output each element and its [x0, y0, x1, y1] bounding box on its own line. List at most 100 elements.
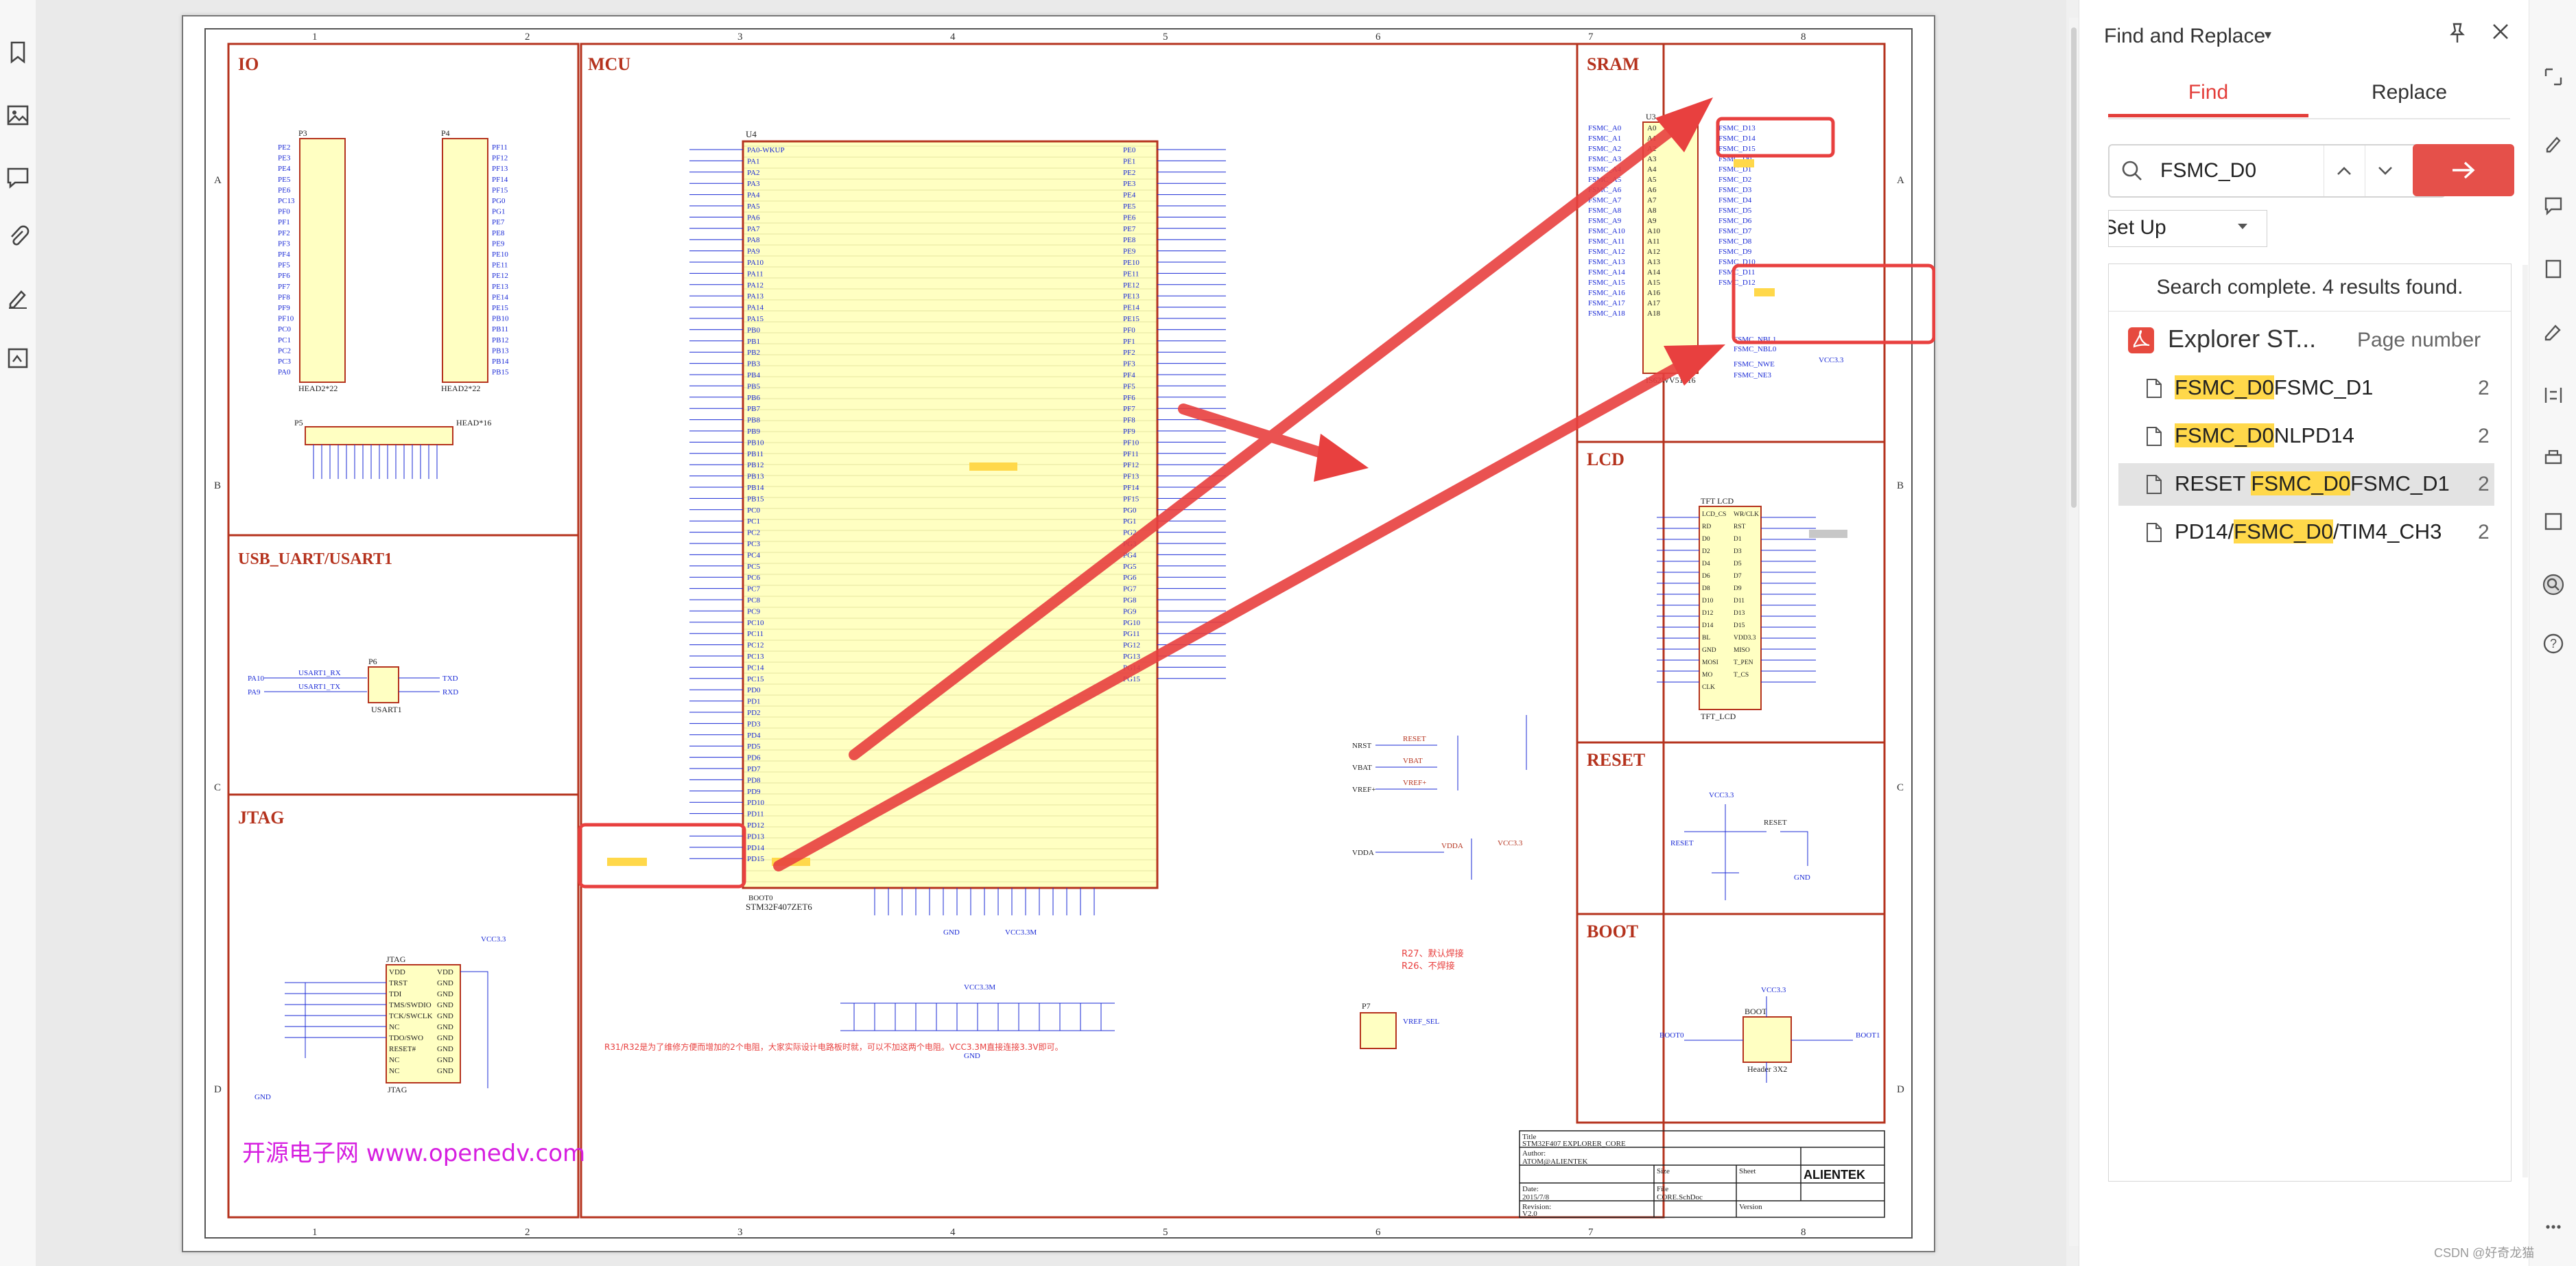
sram-data-label: FSMC_D9	[1718, 248, 1752, 256]
mcu-pin-label: PG12	[1123, 642, 1140, 650]
title-block-author-label: Author:	[1522, 1149, 1546, 1158]
title-block-version-label: Version	[1739, 1203, 1762, 1211]
result-row[interactable]: FSMC_D0NLPD14 2	[2118, 415, 2494, 458]
grid-col: 7	[1588, 1227, 1594, 1238]
search-go-button[interactable]	[2413, 144, 2514, 196]
compare-icon[interactable]	[2529, 376, 2576, 414]
tab-replace[interactable]: Replace	[2371, 81, 2448, 104]
result-page: 2	[2478, 473, 2490, 495]
pin-nrst: NRST	[1352, 742, 1371, 750]
result-row[interactable]: PD14/FSMC_D0/TIM4_CH3 2	[2118, 511, 2494, 554]
search-input[interactable]	[2159, 155, 2367, 187]
grid-col: 3	[737, 1227, 743, 1238]
io-pin-label: PE4	[278, 165, 291, 173]
document-scrollbar-thumb[interactable]	[2071, 27, 2077, 508]
panel-title[interactable]: Find and Replace	[2104, 25, 2266, 47]
jtag-pin-label: TCK/SWCLK	[389, 1012, 433, 1020]
title-block-date: 2015/7/8	[1522, 1193, 1550, 1201]
mcu-pin-label: PE12	[1123, 281, 1139, 290]
sram-pin-label: A10	[1647, 227, 1660, 235]
result-post: NLPD14	[2273, 423, 2354, 447]
mcu-pin-label: PB3	[747, 360, 760, 368]
previous-result-button[interactable]	[2324, 145, 2364, 196]
io-pin-label: PF7	[278, 283, 290, 291]
jtag-pin-label: VDD	[437, 968, 453, 976]
schematic-drawing: 1 2 3 4 5 6 7 8 1 2 3 4 5 6 7 8 A B C D …	[182, 15, 1935, 1252]
results-scrollbar[interactable]	[2522, 265, 2528, 1177]
io-pin-label: PF13	[492, 165, 508, 173]
find-active-icon[interactable]	[2529, 565, 2576, 604]
net-reset-btn: RESET	[1764, 819, 1787, 827]
title-block-file-label: File	[1657, 1185, 1668, 1193]
signature-icon[interactable]	[0, 280, 36, 316]
mcu-pin-label: PE6	[1123, 213, 1136, 222]
mcu-pin-label: PB1	[747, 338, 760, 346]
help-icon[interactable]: ?	[2529, 624, 2576, 663]
result-row[interactable]: FSMC_D0FSMC_D1 2	[2118, 367, 2494, 410]
fill-sign-icon[interactable]	[2529, 313, 2576, 351]
sram-data-label: FSMC_D11	[1718, 268, 1755, 277]
pin-icon[interactable]	[2447, 22, 2468, 47]
brand-text: 开源电子网 www.openedv.com	[242, 1140, 585, 1167]
part-name-p4: HEAD2*22	[441, 384, 480, 393]
attachment-icon[interactable]	[0, 218, 36, 254]
mcu-pin-label: PC6	[747, 574, 760, 582]
sram-data-label: FSMC_D7	[1718, 227, 1752, 235]
net-vdda-mcu: VDDA	[1441, 842, 1463, 850]
left-toolbar	[0, 0, 36, 1266]
comment-icon[interactable]	[0, 159, 36, 195]
grid-row: B	[1897, 480, 1904, 491]
tab-find[interactable]: Find	[2188, 81, 2229, 104]
document-icon	[2146, 474, 2162, 498]
title-block-sheet-label: Sheet	[1739, 1167, 1756, 1175]
mcu-pin-label: PE3	[1123, 180, 1136, 188]
image-icon[interactable]	[0, 97, 36, 133]
mcu-pin-label: PE2	[1123, 169, 1135, 177]
net-pa9: PA9	[248, 688, 261, 696]
mcu-pin-label: PC9	[747, 607, 760, 616]
result-row-selected[interactable]: RESET FSMC_D0FSMC_D1 2	[2118, 463, 2494, 506]
expand-icon[interactable]	[2529, 58, 2576, 96]
lcd-pin-label: D14	[1702, 622, 1714, 629]
mcu-pin-label: PG10	[1123, 619, 1141, 627]
section-title-reset: RESET	[1587, 750, 1645, 770]
chevron-down-icon[interactable]: ▾	[2265, 27, 2272, 43]
text-icon[interactable]	[2529, 187, 2576, 225]
io-pin-label: PF15	[492, 186, 508, 194]
edit-icon[interactable]	[2529, 124, 2576, 162]
stamp-icon[interactable]	[0, 340, 36, 376]
mcu-pin-label: PD7	[747, 765, 761, 773]
mcu-pin-label: PC3	[747, 540, 760, 548]
document-icon[interactable]	[2529, 250, 2576, 288]
bookmark-icon[interactable]	[0, 34, 36, 70]
jtag-pin-label: NC	[389, 1023, 399, 1031]
result-file-name[interactable]: Explorer ST...	[2168, 325, 2317, 353]
mcu-pin-label: PE5	[1123, 202, 1136, 211]
mcu-pin-label: PF13	[1123, 473, 1139, 481]
mcu-pin-label: PE10	[1123, 259, 1139, 267]
mcu-pin-label: PB8	[747, 417, 760, 425]
mcu-pin-label: PE7	[1123, 225, 1136, 233]
io-pin-label: PA0	[278, 368, 291, 377]
mcu-pin-label: PD9	[747, 788, 761, 796]
close-icon[interactable]	[2490, 21, 2512, 46]
mcu-pin-label: PG6	[1123, 574, 1137, 582]
search-results: Search complete. 4 results found. Explor…	[2108, 263, 2512, 1182]
io-pin-label: PF8	[278, 293, 290, 301]
sram-data-label: FSMC_D12	[1718, 279, 1756, 287]
mcu-pin-label: PG13	[1123, 653, 1141, 661]
jtag-pin-label: GND	[437, 979, 453, 987]
sram-pin-label: A12	[1647, 248, 1660, 256]
more-icon[interactable]	[2529, 1208, 2576, 1246]
ocr-icon[interactable]	[2529, 502, 2576, 541]
jtag-pin-label: GND	[437, 1001, 453, 1009]
io-pin-label: PC13	[278, 197, 295, 205]
search-options-dropdown[interactable]: Set Up	[2108, 210, 2267, 247]
document-icon	[2146, 426, 2162, 450]
next-result-button[interactable]	[2365, 145, 2405, 196]
jtag-pin-label: NC	[389, 1067, 399, 1075]
print-icon[interactable]	[2529, 439, 2576, 478]
mcu-pin-label: PD3	[747, 720, 761, 728]
mcu-pin-label: PA6	[747, 213, 760, 222]
mcu-pin-label: PE15	[1123, 315, 1139, 323]
